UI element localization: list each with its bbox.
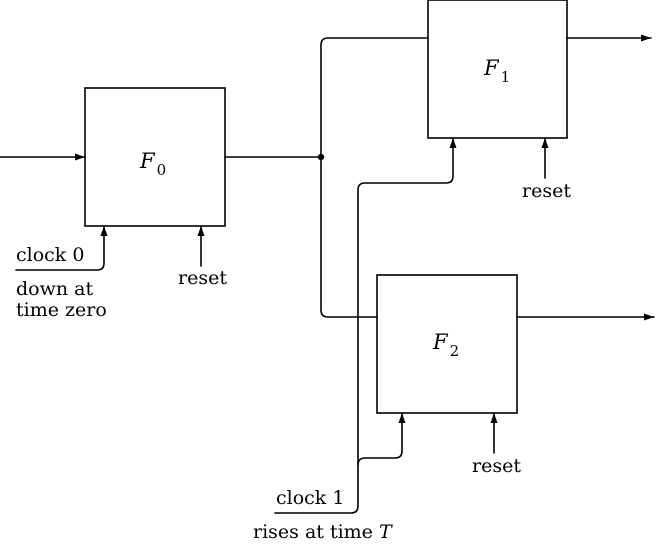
f0-reset-label: reset bbox=[178, 267, 227, 289]
block-f2 bbox=[376, 274, 518, 414]
block-f1 bbox=[427, 0, 568, 139]
clock0-label: clock 0 bbox=[16, 244, 84, 266]
clock0-note-line1: down at bbox=[16, 278, 93, 300]
clock0-note-line2: time zero bbox=[16, 299, 107, 321]
clock1-label: clock 1 bbox=[276, 487, 344, 509]
clock1-note: rises at time T bbox=[253, 521, 393, 543]
clock1-wire-f1 bbox=[274, 137, 457, 514]
f1-input-wire bbox=[320, 37, 429, 158]
clock0-wire bbox=[15, 225, 108, 271]
f2-input-wire bbox=[320, 156, 378, 318]
f2-reset-label: reset bbox=[472, 455, 521, 477]
block-f0 bbox=[84, 87, 226, 227]
clock1-wire-f2 bbox=[357, 412, 406, 466]
f1-reset-label: reset bbox=[522, 180, 571, 202]
